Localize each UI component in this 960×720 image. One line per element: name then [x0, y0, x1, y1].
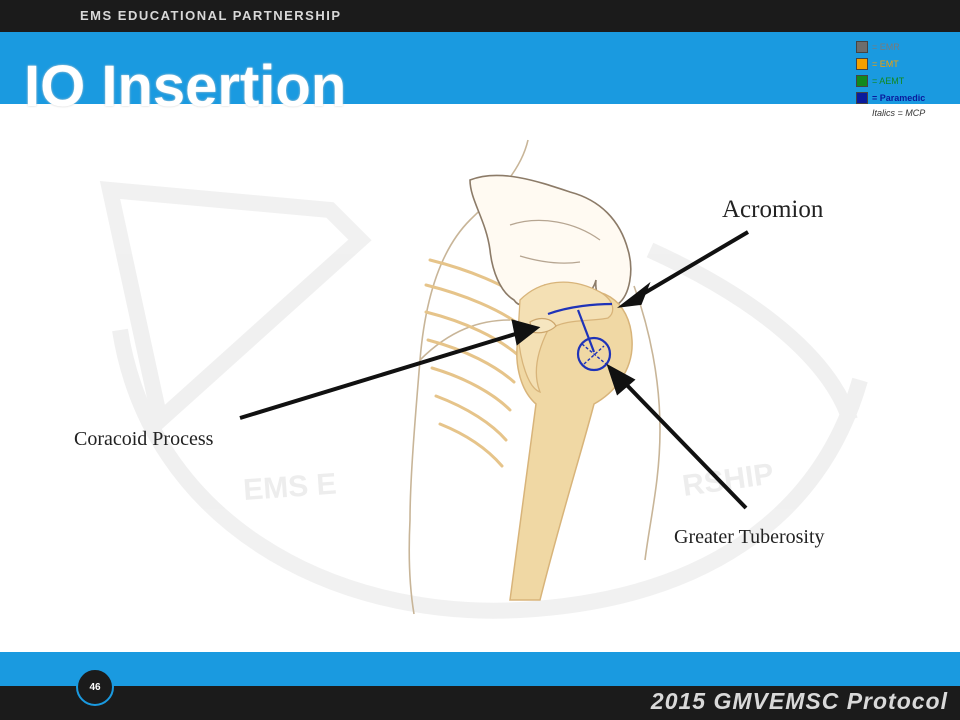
page-number-badge: 46: [76, 668, 114, 706]
coracoid-arrow: [239, 330, 523, 420]
watermark-star-of-life: [99, 181, 868, 619]
paramedic-swatch: [856, 91, 868, 104]
landmark-marks: [547, 302, 613, 372]
organization-name: EMS EDUCATIONAL PARTNERSHIP: [80, 8, 342, 23]
protocol-title: 2015 GMVEMSC Protocol: [650, 688, 948, 714]
pointer-arrows: [239, 230, 750, 510]
page-number: 46: [89, 681, 101, 693]
footer-band: [0, 652, 960, 686]
top-bar: EMS EDUCATIONAL PARTNERSHIP: [0, 0, 960, 32]
provider-level-legend: = EMR = EMT = AEMT = Paramedic Italics =…: [856, 38, 960, 118]
label-greater-tuberosity: Greater Tuberosity: [674, 526, 825, 548]
legend-label-aemt: = AEMT: [872, 75, 905, 86]
legend-note: Italics = MCP: [872, 108, 926, 118]
greater-tuberosity-arrowhead: [606, 363, 636, 396]
legend-row-paramedic: = Paramedic: [856, 89, 960, 106]
legend-row-aemt: = AEMT: [856, 72, 960, 89]
aemt-swatch: [856, 74, 868, 87]
scapula: [517, 281, 614, 394]
hand-knuckle-lines: [509, 219, 601, 264]
label-coracoid-process: Coracoid Process: [74, 428, 214, 450]
watermark-left-text: EMS E: [242, 468, 337, 507]
legend-label-emt: = EMT: [872, 58, 899, 69]
legend-label-emr: = EMR: [872, 41, 900, 52]
greater-tuberosity-arrow: [618, 376, 748, 510]
acromion-arrow: [634, 230, 750, 300]
page-title: IO Insertion: [24, 54, 347, 119]
legend-row-emt: = EMT: [856, 55, 960, 72]
footer-bar: [0, 686, 960, 720]
legend-label-paramedic: = Paramedic: [872, 92, 926, 103]
shoulder-anatomy-illustration: EMS E RSHIP: [99, 139, 868, 619]
watermark-right-text: RSHIP: [680, 457, 775, 502]
acromion-arrowhead: [616, 281, 651, 308]
emr-swatch: [856, 40, 868, 53]
legend-row-emr: = EMR: [856, 38, 960, 55]
title-band: [0, 32, 960, 104]
emt-swatch: [856, 57, 868, 70]
coracoid-arrowhead: [511, 319, 541, 346]
label-acromion: Acromion: [722, 196, 824, 223]
